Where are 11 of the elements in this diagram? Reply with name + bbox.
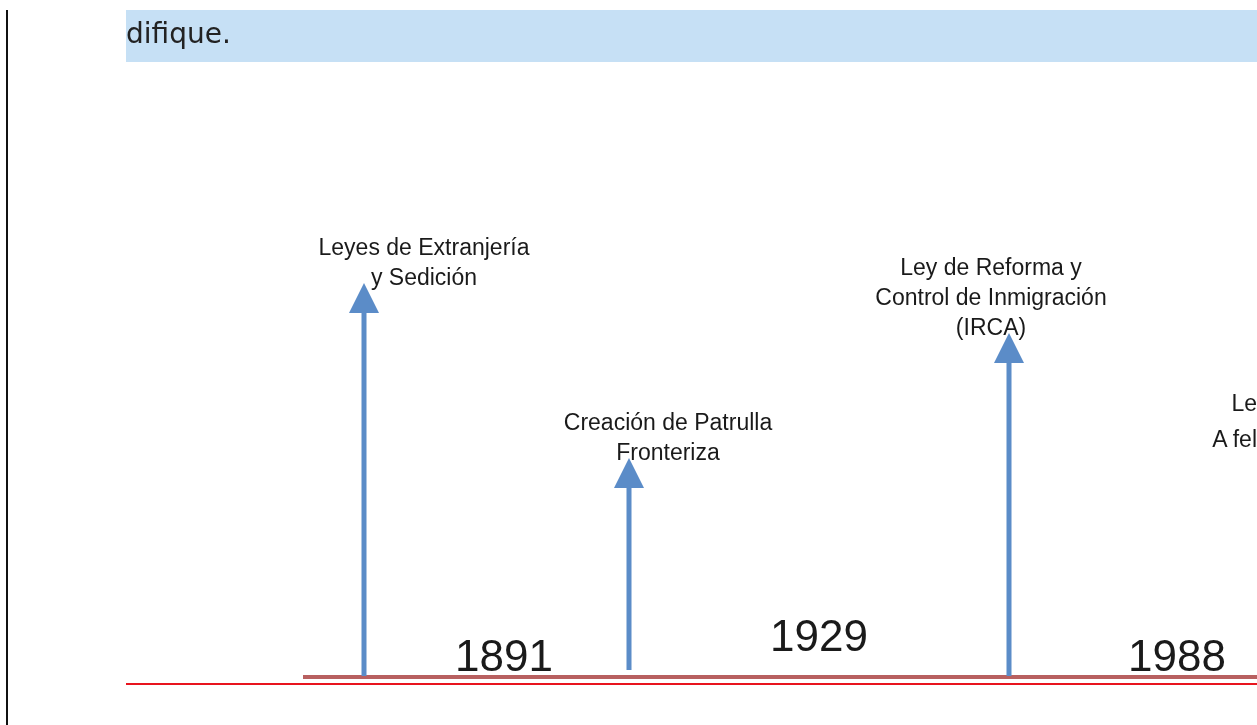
event-label: Leyes de Extranjería y Sedición [314,232,534,292]
event-label: Creación de Patrulla Fronteriza [558,407,778,467]
year-label: 1988 [1128,632,1226,680]
arrow [614,458,644,670]
banner-text: difique. [126,16,231,52]
year-label: 1929 [770,612,868,660]
event-label: Le A fel [1212,385,1257,457]
year-label: 1891 [455,632,553,680]
event-label: Ley de Reforma y Control de Inmigración (IRCA) [866,252,1116,342]
arrow [349,283,379,676]
arrow [994,333,1024,676]
